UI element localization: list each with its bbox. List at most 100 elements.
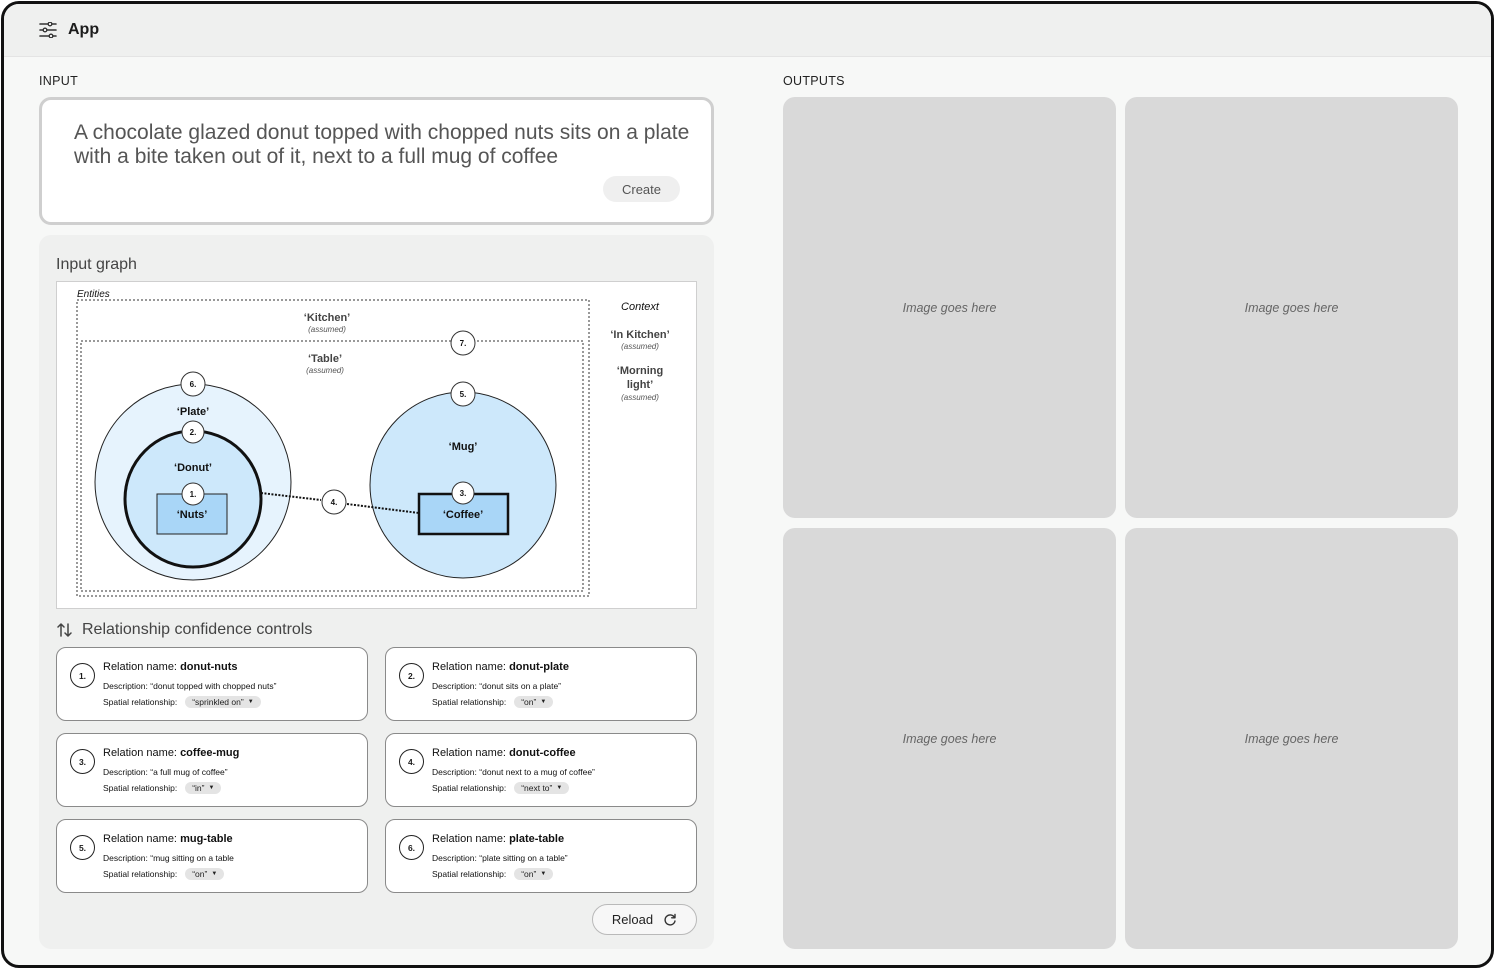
relation-name: mug-table xyxy=(180,833,233,845)
svg-text:5.: 5. xyxy=(460,390,467,399)
relation-name: coffee-mug xyxy=(180,747,240,759)
donut-coffee-edge-right xyxy=(346,503,420,514)
donut-coffee-edge-left xyxy=(260,492,322,501)
relation-name: donut-coffee xyxy=(509,747,576,759)
table-label: ‘Table’ xyxy=(308,353,342,365)
relation-spatial-prefix: Spatial relationship: xyxy=(103,783,178,793)
marker-6[interactable]: 6. xyxy=(180,371,206,397)
relation-spatial-prefix: Spatial relationship: xyxy=(432,697,507,707)
context-morning-light-line2: light’ xyxy=(627,379,653,391)
marker-2[interactable]: 2. xyxy=(181,420,205,444)
spatial-dropdown[interactable]: “in”▼ xyxy=(185,782,222,794)
output-placeholder: Image goes here xyxy=(1244,731,1339,746)
svg-text:3.: 3. xyxy=(460,489,467,498)
caret-down-icon: ▼ xyxy=(540,871,547,877)
relation-card-donut-nuts[interactable]: 1. Relation name: donut-nuts Description… xyxy=(56,647,368,721)
caret-down-icon: ▼ xyxy=(208,785,215,791)
relation-number: 5. xyxy=(70,835,95,860)
marker-4[interactable]: 4. xyxy=(321,489,347,515)
context-in-kitchen-assumed: (assumed) xyxy=(621,342,659,351)
relation-description: “donut sits on a plate” xyxy=(479,681,562,691)
graph-canvas: Entities ‘Kitchen’ (assumed) ‘Table’ (as… xyxy=(56,281,697,609)
relation-card-coffee-mug[interactable]: 3. Relation name: coffee-mug Description… xyxy=(56,733,368,807)
relation-card-plate-table[interactable]: 6. Relation name: plate-table Descriptio… xyxy=(385,819,697,893)
marker-1[interactable]: 1. xyxy=(181,482,205,506)
relation-spatial-prefix: Spatial relationship: xyxy=(103,869,178,879)
relation-description: “donut topped with chopped nuts” xyxy=(150,681,277,691)
prompt-input-box[interactable]: A chocolate glazed donut topped with cho… xyxy=(39,97,714,225)
relation-description: “a full mug of coffee” xyxy=(150,767,228,777)
caret-down-icon: ▼ xyxy=(556,785,563,791)
spatial-dropdown[interactable]: “on”▼ xyxy=(185,868,225,880)
output-placeholder: Image goes here xyxy=(902,300,997,315)
relation-name-prefix: Relation name: xyxy=(432,661,506,673)
relation-desc-prefix: Description: xyxy=(103,681,148,691)
relation-description: “mug sitting on a table xyxy=(150,853,234,863)
donut-label: ‘Donut’ xyxy=(174,462,212,474)
marker-5[interactable]: 5. xyxy=(450,381,476,407)
relation-card-donut-coffee[interactable]: 4. Relation name: donut-coffee Descripti… xyxy=(385,733,697,807)
reload-label: Reload xyxy=(611,912,654,927)
caret-down-icon: ▼ xyxy=(247,699,254,705)
create-button[interactable]: Create xyxy=(603,176,680,202)
context-label: Context xyxy=(621,301,660,313)
relation-description: “donut next to a mug of coffee” xyxy=(479,767,595,777)
relation-name-prefix: Relation name: xyxy=(103,747,177,759)
table-assumed: (assumed) xyxy=(306,366,344,375)
reload-button[interactable]: Reload xyxy=(592,904,697,935)
relation-number: 1. xyxy=(70,663,95,688)
relation-number: 4. xyxy=(399,749,424,774)
context-in-kitchen: ‘In Kitchen’ xyxy=(610,329,669,341)
context-morning-light-line1: ‘Morning xyxy=(617,365,663,377)
output-placeholder: Image goes here xyxy=(902,731,997,746)
svg-text:4.: 4. xyxy=(331,498,338,507)
output-image-1[interactable]: Image goes here xyxy=(783,97,1116,518)
relation-spatial-prefix: Spatial relationship: xyxy=(103,697,178,707)
output-image-3[interactable]: Image goes here xyxy=(783,528,1116,949)
caret-down-icon: ▼ xyxy=(540,699,547,705)
spatial-dropdown[interactable]: “sprinkled on”▼ xyxy=(185,696,261,708)
nuts-label: ‘Nuts’ xyxy=(177,509,208,521)
relation-description: “plate sitting on a table” xyxy=(479,853,568,863)
relation-name-prefix: Relation name: xyxy=(103,833,177,845)
sliders-icon[interactable] xyxy=(39,22,57,38)
relation-spatial-prefix: Spatial relationship: xyxy=(432,869,507,879)
kitchen-region xyxy=(76,299,590,597)
entities-label: Entities xyxy=(77,289,110,300)
coffee-label: ‘Coffee’ xyxy=(443,509,483,521)
marker-3[interactable]: 3. xyxy=(451,481,475,505)
marker-7[interactable]: 7. xyxy=(450,330,476,356)
relation-name-prefix: Relation name: xyxy=(432,833,506,845)
relation-desc-prefix: Description: xyxy=(432,681,477,691)
relation-desc-prefix: Description: xyxy=(103,767,148,777)
relation-name-prefix: Relation name: xyxy=(432,747,506,759)
plate-label: ‘Plate’ xyxy=(177,406,209,418)
spatial-dropdown[interactable]: “on”▼ xyxy=(514,868,554,880)
svg-text:6.: 6. xyxy=(190,380,197,389)
relation-card-donut-plate[interactable]: 2. Relation name: donut-plate Descriptio… xyxy=(385,647,697,721)
relationship-controls-title: Relationship confidence controls xyxy=(82,621,313,638)
mug-label: ‘Mug’ xyxy=(449,441,478,453)
caret-down-icon: ▼ xyxy=(211,871,218,877)
output-image-4[interactable]: Image goes here xyxy=(1125,528,1458,949)
svg-text:7.: 7. xyxy=(460,339,467,348)
relation-desc-prefix: Description: xyxy=(103,853,148,863)
kitchen-label: ‘Kitchen’ xyxy=(304,312,350,324)
prompt-text[interactable]: A chocolate glazed donut topped with cho… xyxy=(74,121,690,168)
spatial-dropdown[interactable]: “next to”▼ xyxy=(514,782,570,794)
spatial-dropdown[interactable]: “on”▼ xyxy=(514,696,554,708)
relation-name: plate-table xyxy=(509,833,565,845)
top-bar: App xyxy=(4,4,1491,57)
kitchen-assumed: (assumed) xyxy=(308,325,346,334)
relation-desc-prefix: Description: xyxy=(432,853,477,863)
output-placeholder: Image goes here xyxy=(1244,300,1339,315)
relation-name: donut-nuts xyxy=(180,661,238,673)
reload-icon xyxy=(664,913,676,926)
svg-text:1.: 1. xyxy=(190,490,197,499)
output-image-2[interactable]: Image goes here xyxy=(1125,97,1458,518)
relation-card-mug-table[interactable]: 5. Relation name: mug-table Description:… xyxy=(56,819,368,893)
relation-spatial-prefix: Spatial relationship: xyxy=(432,783,507,793)
relation-number: 2. xyxy=(399,663,424,688)
relationship-controls-header: Relationship confidence controls xyxy=(56,619,312,641)
